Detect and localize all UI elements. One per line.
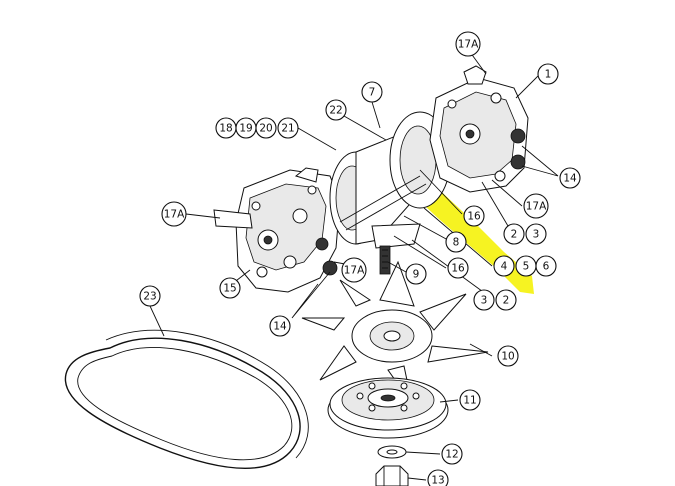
callout-label: 5 [523,261,530,273]
callout-balloon [325,99,347,121]
drive-pulley [327,377,449,439]
callout-label: 4 [501,261,508,273]
callout-5: 5 [515,255,537,277]
callout-label: 15 [223,283,236,295]
callout-label: 7 [369,87,376,99]
right-pump-body [429,65,529,193]
cooling-fan [301,260,489,405]
center-housing [329,111,451,275]
callout-16-upper: 16 [463,205,485,227]
callout-label: 12 [445,449,458,461]
callout-label: 23 [143,291,156,303]
callout-balloon [535,255,557,277]
callout-9: 9 [405,263,427,285]
callout-22: 22 [325,99,347,121]
callout-label: 18 [219,123,232,135]
callout-17a-mid: 17A [341,257,367,283]
callout-label: 1 [545,69,552,81]
callout-17a-left: 17A [161,201,187,227]
callout-7: 7 [361,81,383,103]
callout-label: 17A [164,209,185,221]
callout-balloon [473,289,495,311]
callout-10: 10 [497,345,519,367]
callout-3-lower: 3 [473,289,495,311]
callout-2-upper: 2 [503,223,525,245]
callout-label: 9 [413,269,420,281]
callout-8: 8 [445,231,467,253]
callout-label: 20 [259,123,272,135]
callout-balloon [427,469,449,486]
callout-1: 1 [537,63,559,85]
callout-balloon [447,257,469,279]
callout-balloon [495,289,517,311]
callout-balloon [459,389,481,411]
callout-label: 6 [543,261,550,273]
callout-14-right: 14 [559,167,581,189]
nut [375,465,409,486]
callout-21: 21 [277,117,299,139]
v-belt [64,329,309,469]
callout-16-lower: 16 [447,257,469,279]
callout-balloon [255,117,277,139]
callout-label: 17A [526,201,547,213]
callout-label: 8 [453,237,460,249]
callout-2-lower: 2 [495,289,517,311]
callout-label: 22 [329,105,342,117]
callout-6: 6 [535,255,557,277]
callout-13: 13 [427,469,449,486]
callout-balloon [493,255,515,277]
callout-balloon [525,223,547,245]
callout-15: 15 [219,277,241,299]
callout-label: 17A [458,39,479,51]
callout-17a-top: 17A [455,31,481,57]
callout-4: 4 [493,255,515,277]
leader-lines [149,51,559,481]
callout-balloon [277,117,299,139]
callout-20: 20 [255,117,277,139]
callout-label: 11 [463,395,476,407]
callout-balloon [559,167,581,189]
callout-17a-right: 17A [523,193,549,219]
callout-balloon [503,223,525,245]
callout-23: 23 [139,285,161,307]
callout-label: 16 [451,263,465,275]
callout-label: 21 [281,123,294,135]
callout-balloon [161,201,187,227]
callout-12: 12 [441,443,463,465]
callout-balloon [269,315,291,337]
callout-label: 16 [467,211,481,223]
callout-19: 19 [235,117,257,139]
washer [377,445,407,459]
callout-balloon [455,31,481,57]
callout-balloon [497,345,519,367]
callout-balloon [405,263,427,285]
callout-balloon [341,257,367,283]
callout-label: 10 [501,351,514,363]
callout-label: 2 [503,295,510,307]
callout-3-upper: 3 [525,223,547,245]
callout-balloon [441,443,463,465]
callout-label: 19 [239,123,252,135]
callout-balloon [361,81,383,103]
callout-14-left: 14 [269,315,291,337]
callout-label: 14 [563,173,577,185]
callout-label: 14 [273,321,287,333]
callout-label: 17A [344,265,365,277]
callout-label: 2 [511,229,518,241]
callout-18: 18 [215,117,237,139]
callout-label: 3 [533,229,540,241]
left-pump-body [213,167,341,293]
callout-label: 3 [481,295,488,307]
callout-balloon [445,231,467,253]
callout-balloon [537,63,559,85]
callout-balloon [219,277,241,299]
callout-balloon [523,193,549,219]
callout-balloon [463,205,485,227]
callout-balloon [139,285,161,307]
callout-label: 13 [431,475,444,486]
callout-11: 11 [459,389,481,411]
